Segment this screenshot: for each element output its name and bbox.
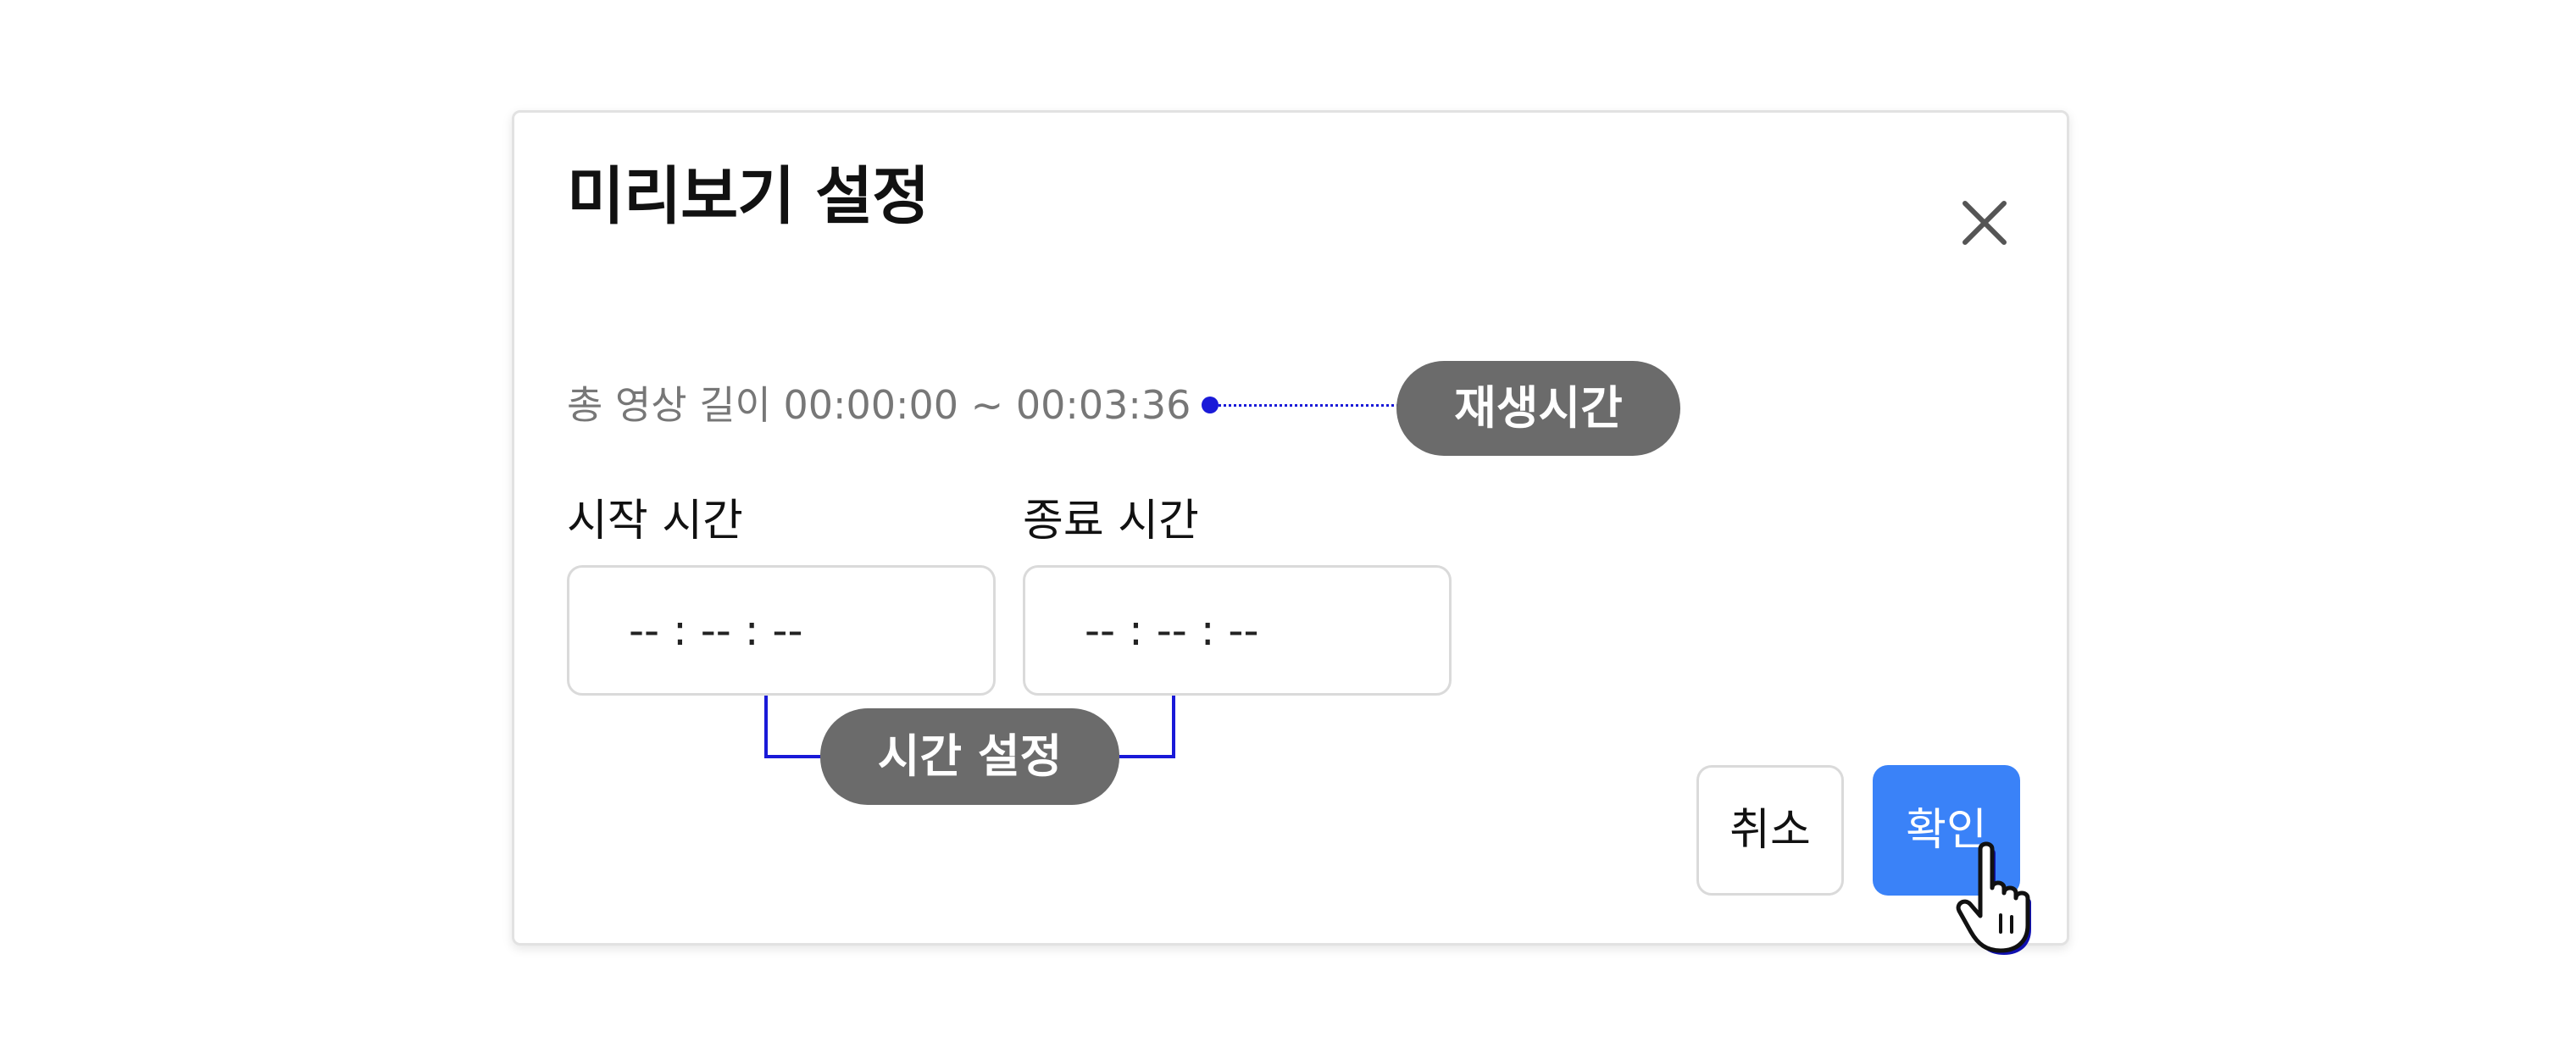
start-time-input[interactable] [567, 565, 996, 696]
start-time-label: 시작 시간 [567, 496, 743, 546]
end-time-label: 종료 시간 [1023, 496, 1199, 546]
time-setting-annotation-tag: 시간 설정 [820, 708, 1119, 805]
playtime-annotation-tag: 재생시간 [1396, 361, 1680, 456]
playtime-annotation-line [1219, 404, 1399, 407]
close-button[interactable] [1951, 189, 2018, 257]
close-icon [1963, 201, 2007, 245]
playtime-annotation-dot [1202, 397, 1219, 413]
cancel-button[interactable]: 취소 [1696, 765, 1844, 896]
preview-settings-dialog: 미리보기 설정 총 영상 길이 00:00:00 ~ 00:03:36 재생시간… [512, 110, 2069, 955]
total-duration-text: 총 영상 길이 00:00:00 ~ 00:03:36 [567, 382, 1191, 428]
confirm-button[interactable]: 확인 [1873, 765, 2020, 896]
dialog-title: 미리보기 설정 [567, 160, 930, 233]
end-time-input[interactable] [1023, 565, 1452, 696]
